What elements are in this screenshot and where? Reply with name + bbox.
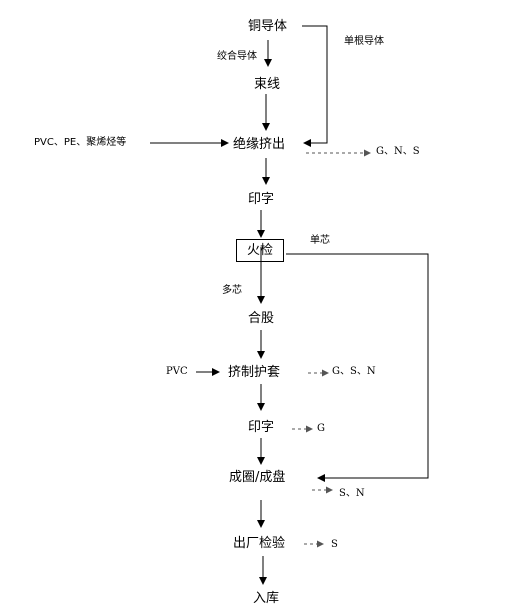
node-printing-1: 印字 (248, 192, 275, 207)
node-bunching: 束线 (254, 77, 281, 92)
inspection-insulation: G、N、S (376, 146, 420, 157)
label-single-conductor: 单根导体 (344, 36, 384, 47)
label-single-core: 单芯 (310, 235, 330, 246)
node-spark-test: 火检 (236, 239, 285, 262)
label-material-pvc-pe: PVC、PE、聚烯烃等 (34, 137, 127, 148)
inspection-print2: G (317, 423, 325, 434)
node-copper-conductor: 铜导体 (248, 19, 288, 34)
node-cabling: 合股 (248, 311, 275, 326)
arrow-single-conductor-bypass (302, 25, 328, 147)
node-printing-2: 印字 (248, 420, 275, 435)
label-material-pvc: PVC (166, 366, 188, 377)
inspection-coil: S、N (339, 488, 365, 499)
node-coiling: 成圈/成盘 (229, 470, 286, 485)
inspection-final-test: S (331, 539, 338, 550)
label-multi-core: 多芯 (222, 285, 242, 296)
inspection-sheath: G、S、N (332, 366, 376, 377)
node-insulation-extrusion: 绝缘挤出 (233, 137, 286, 152)
node-warehouse: 入库 (253, 591, 280, 606)
arrow-single-core-bypass (286, 253, 429, 482)
label-stranded-conductor: 绞合导体 (217, 51, 257, 62)
node-final-inspection: 出厂检验 (233, 536, 286, 551)
node-sheath-extrusion: 挤制护套 (228, 365, 281, 380)
